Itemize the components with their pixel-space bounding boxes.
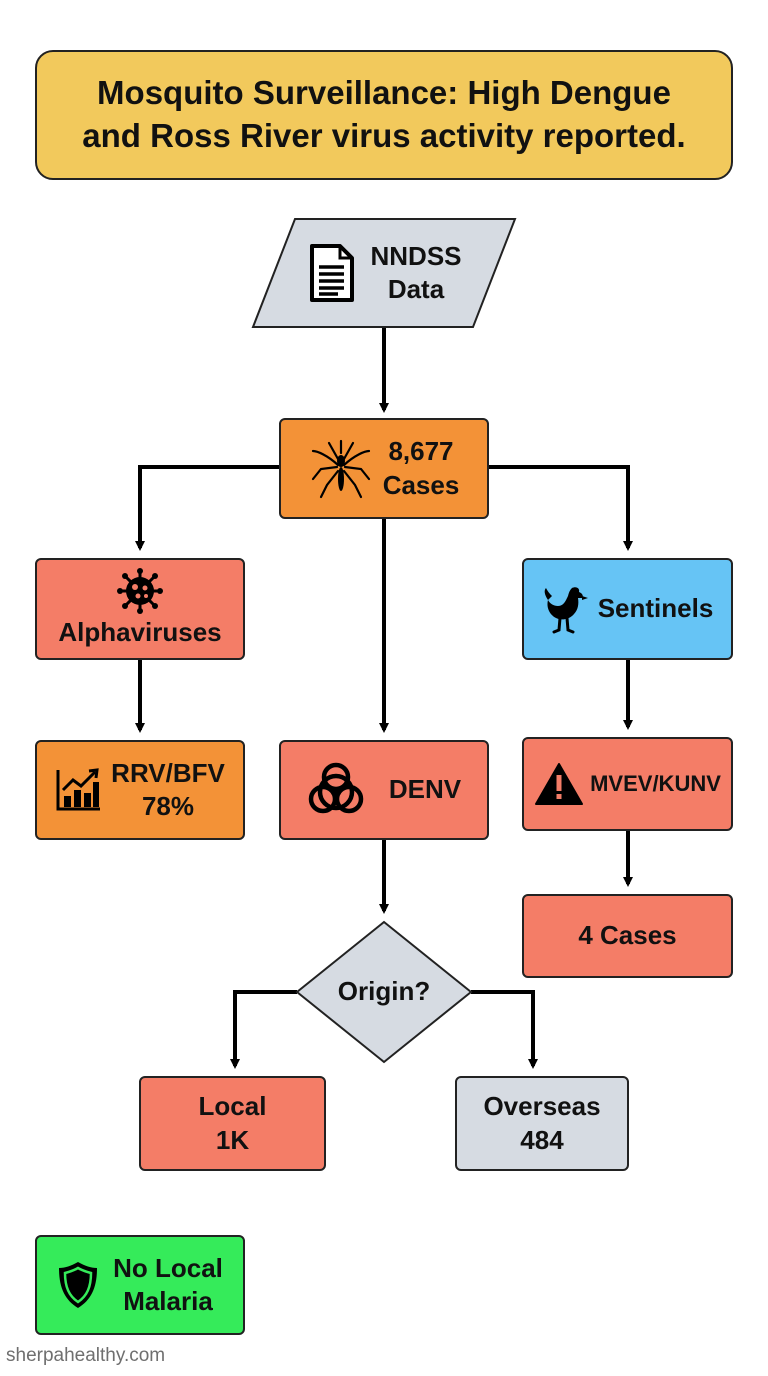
- nndss-data-label: NNDSS Data: [370, 240, 462, 304]
- mvev-kunv-node: MVEV/KUNV: [522, 737, 733, 831]
- denv-label: DENV: [388, 774, 462, 805]
- sentinels-node: Sentinels: [522, 558, 733, 660]
- edge-origin-to-local: [230, 990, 297, 1069]
- origin-node-shape: [295, 920, 473, 1064]
- title-banner: Mosquito Surveillance: High Dengue and R…: [35, 50, 733, 180]
- four-cases-node: 4 Cases: [522, 894, 733, 978]
- chicken-icon: [544, 587, 588, 634]
- denv-node: DENV: [279, 740, 489, 840]
- edge-origin-to-overseas: [471, 990, 538, 1069]
- overseas-label: Overseas 484: [483, 1091, 601, 1155]
- edge-cases-to-alphaviruses: [135, 465, 279, 551]
- total-cases-label: 8,677 Cases: [382, 436, 460, 500]
- watermark: sherpahealthy.com: [6, 1345, 166, 1366]
- sentinels-label: Sentinels: [597, 593, 714, 624]
- bar-chart-icon: [56, 768, 101, 811]
- no-local-malaria-node: No Local Malaria: [35, 1235, 245, 1335]
- total-cases-node: 8,677 Cases: [279, 418, 489, 519]
- overseas-node: Overseas 484: [455, 1076, 629, 1171]
- local-label: Local 1K: [198, 1091, 267, 1155]
- biohazard-icon: [308, 762, 364, 814]
- rrv-bfv-label: RRV/BFV 78%: [111, 757, 225, 821]
- title-text: Mosquito Surveillance: High Dengue and R…: [82, 74, 686, 154]
- warning-icon: [535, 763, 584, 805]
- shield-icon: [59, 1262, 98, 1308]
- local-node: Local 1K: [139, 1076, 326, 1171]
- origin-label: Origin?: [337, 976, 431, 1007]
- alphaviruses-node: Alphaviruses: [35, 558, 245, 660]
- mvev-kunv-label: MVEV/KUNV: [590, 770, 721, 796]
- mosquito-icon: [311, 439, 370, 498]
- virus-icon: [117, 568, 163, 615]
- alphaviruses-label: Alphaviruses: [58, 617, 222, 648]
- edge-cases-to-sentinels: [489, 465, 633, 551]
- four-cases-label: 4 Cases: [578, 920, 677, 951]
- rrv-bfv-node: RRV/BFV 78%: [35, 740, 245, 840]
- document-icon: [310, 244, 355, 302]
- no-local-malaria-label: No Local Malaria: [113, 1252, 223, 1316]
- nndss-data-node: NNDSS Data: [290, 225, 480, 321]
- origin-decision-node: Origin?: [312, 962, 456, 1022]
